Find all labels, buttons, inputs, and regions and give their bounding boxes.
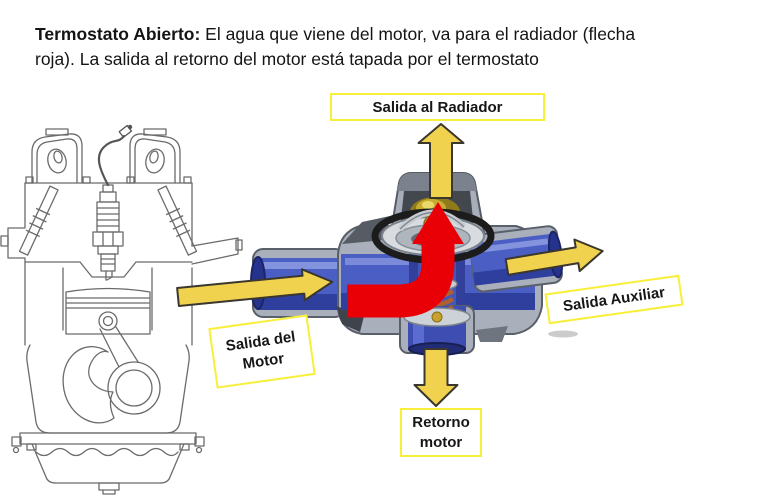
label-salida-al-radiador: Salida al Radiador [330, 93, 545, 121]
spark-plug-wire [97, 134, 126, 187]
engine-illustration [0, 124, 243, 495]
spark-plug-drawing [92, 184, 124, 281]
caption: Termostato Abierto: El agua que viene de… [35, 22, 755, 71]
shadow [548, 330, 578, 338]
caption-lead: Termostato Abierto: [35, 24, 201, 44]
auxiliary-outlet-arrow [504, 238, 604, 276]
radiator-outlet-arrow [417, 123, 465, 199]
caption-body: El agua que viene del motor, va para el … [35, 24, 636, 69]
label-retorno-motor: Retorno motor [400, 408, 482, 457]
engine-return-arrow [413, 348, 459, 407]
hot-water-flow-arrow [347, 202, 464, 318]
engine-to-thermostat-arrow [176, 268, 334, 307]
